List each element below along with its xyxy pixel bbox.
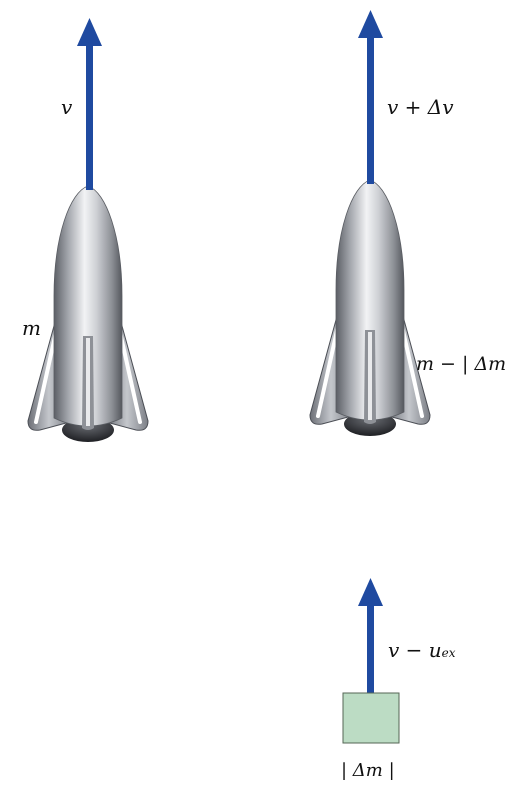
right-mass-label: m − | Δm | [416, 355, 514, 374]
right-rocket [310, 10, 430, 436]
velocity-arrow-icon [358, 10, 383, 184]
ejected-mass-icon [343, 693, 399, 743]
right-velocity-label: v + Δv [387, 97, 454, 117]
velocity-arrow-icon [77, 18, 102, 190]
exhaust-mass-label: | Δm | [341, 762, 395, 780]
rocket-icon [28, 186, 148, 442]
exhaust-velocity-main: v − u [388, 638, 442, 662]
left-rocket [28, 18, 148, 442]
left-velocity-label: v [61, 97, 72, 117]
exhaust-velocity-subscript: ex [442, 646, 456, 660]
exhaust-velocity-label: v − uex [388, 640, 456, 660]
rocket-icon [310, 180, 430, 436]
velocity-arrow-icon [358, 578, 383, 700]
left-mass-label: m [22, 318, 41, 338]
